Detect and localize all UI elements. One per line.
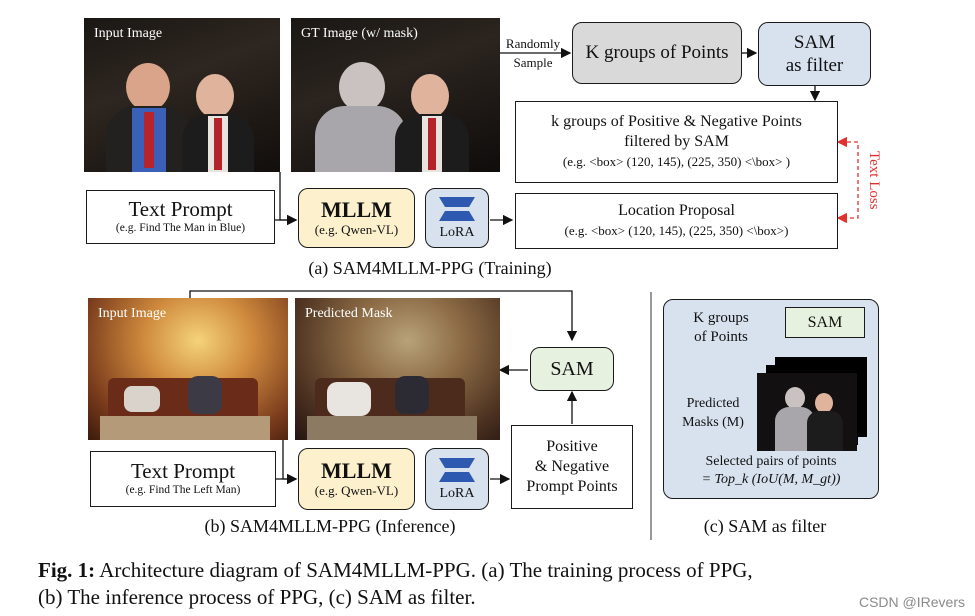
mllm-box-b: MLLM (e.g. Qwen-VL) [298,448,415,510]
text-prompt-box-a: Text Prompt (e.g. Find The Man in Blue) [86,190,275,244]
k-groups-box: K groups of Points [572,22,742,84]
figure-caption: Fig. 1: Architecture diagram of SAM4MLLM… [38,557,958,611]
figure-caption-label: Fig. 1: [38,558,96,582]
input-image-b: Input Image [88,298,288,440]
points-line2: & Negative [534,458,610,475]
sam-filter-line2: as filter [785,55,844,76]
predicted-label: Predicted [686,396,740,411]
lora-box-a: LoRA [425,188,489,248]
sample-label: Sample [513,55,553,70]
selected-pairs: Selected pairs of points = Top_k (IoU(M,… [666,453,876,489]
sam-label-b: SAM [550,357,594,380]
filtered-line1: k groups of Positive & Negative Points [551,113,802,130]
gt-image-a: GT Image (w/ mask) [291,18,500,172]
lora-icon [439,458,475,482]
caption-b: (b) SAM4MLLM-PPG (Inference) [204,516,456,536]
mllm-example-b: (e.g. Qwen-VL) [314,483,399,498]
predicted-mask-label: Predicted Mask [305,306,393,321]
input-image-a-label: Input Image [94,26,163,41]
k-groups-label: K groups of Points [585,42,729,63]
figure-caption-line2: (b) The inference process of PPG, (c) SA… [38,585,476,609]
masks-label: Masks (M) [682,415,744,430]
text-prompt-a: Text Prompt [128,197,233,221]
predicted-mask-image: Predicted Mask [295,298,500,440]
location-proposal-label: Location Proposal [618,202,735,219]
mllm-box-a: MLLM (e.g. Qwen-VL) [298,188,415,248]
text-prompt-b: Text Prompt [130,459,236,483]
prompt-points-box: Positive & Negative Prompt Points [511,425,633,509]
lora-box-b: LoRA [425,448,489,510]
location-proposal-box: Location Proposal (e.g. <box> (120, 145)… [515,193,838,249]
sam-label-c: SAM [807,313,843,331]
lora-label-b: LoRA [439,486,475,501]
mllm-label-a: MLLM [321,197,392,222]
lora-label-a: LoRA [439,225,475,240]
k-groups-c-line2: of Points [694,329,748,345]
figure-caption-line1: Architecture diagram of SAM4MLLM-PPG. (a… [99,558,753,582]
text-loss-label: Text Loss [866,150,882,210]
caption-c: (c) SAM as filter [703,516,827,536]
location-proposal-example: (e.g. <box> (120, 145), (225, 350) <\box… [564,223,789,238]
text-prompt-example-a: (e.g. Find The Man in Blue) [115,222,246,234]
formula-label: = Top_k (IoU(M, M_gt)) [701,472,841,487]
filtered-line2: filtered by SAM [624,133,729,150]
input-image-a: Input Image [84,18,280,172]
mllm-example-a: (e.g. Qwen-VL) [314,222,399,237]
filtered-line3: (e.g. <box> (120, 145), (225, 350) <\box… [562,154,791,169]
points-line1: Positive [546,438,598,455]
caption-a: (a) SAM4MLLM-PPG (Training) [308,258,552,278]
gt-image-label: GT Image (w/ mask) [301,26,418,41]
input-image-b-label: Input Image [98,306,167,321]
sam-filter-box: SAM as filter [758,22,871,86]
predicted-masks-text: Predicted Masks (M) [672,394,754,432]
k-groups-c: K groups of Points [680,309,762,347]
selected-label: Selected pairs of points [705,454,837,469]
lora-icon [439,197,475,221]
k-groups-c-line1: K groups [693,310,749,326]
sam-filter-line1: SAM [793,32,836,53]
text-prompt-example-b: (e.g. Find The Left Man) [125,484,241,496]
points-line3: Prompt Points [526,478,618,495]
sam-box-b: SAM [530,347,614,391]
randomly-label: Randomly [505,36,561,51]
predicted-mask-thumbnail [757,373,857,451]
text-prompt-box-b: Text Prompt (e.g. Find The Left Man) [90,451,276,507]
sam-box-c: SAM [785,307,865,338]
mllm-label-b: MLLM [321,458,392,483]
filtered-points-box: k groups of Positive & Negative Points f… [515,101,838,183]
watermark: CSDN @IRevers [858,594,965,610]
